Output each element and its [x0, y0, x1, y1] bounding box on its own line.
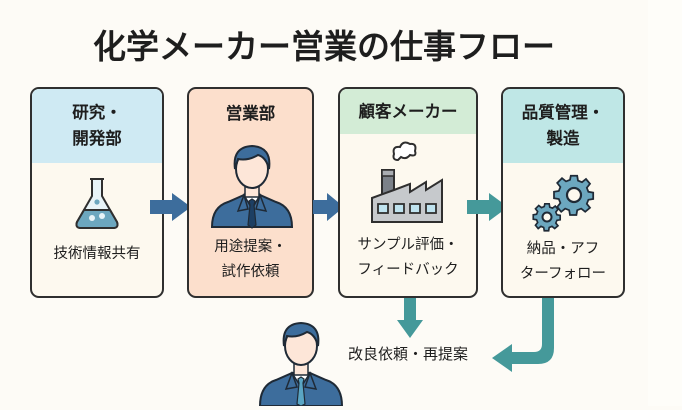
step-header-line: 製造	[546, 129, 580, 148]
step-rd-department: 研究・開発部 技術情報共有	[30, 87, 164, 298]
salesperson-icon	[258, 315, 344, 410]
flask-icon	[73, 176, 121, 236]
return-arrow-icon	[490, 298, 570, 378]
step-header-line: 顧客メーカー	[358, 101, 458, 121]
salesperson-icon	[208, 139, 296, 233]
step-customer-manufacturer: 顧客メーカー サンプル評価・ フィードバック	[338, 87, 478, 298]
gears-icon	[530, 173, 600, 241]
step-header: 品質管理・製造	[503, 89, 623, 163]
background-strip	[648, 0, 682, 406]
arrow-right-icon	[313, 193, 345, 225]
step-description: 技術情報共有	[32, 242, 162, 267]
step-desc-line: 用途提案・	[214, 239, 287, 255]
step-header: 営業部	[189, 89, 312, 139]
step-desc-line: 試作依頼	[221, 264, 280, 280]
step-header: 研究・開発部	[32, 89, 162, 163]
step-description: 納品・アフ ターフォロー	[503, 237, 623, 287]
step-desc-line: フィードバック	[357, 262, 459, 278]
step-desc-line: ターフォロー	[519, 266, 607, 282]
step-header: 顧客メーカー	[340, 89, 476, 134]
step-desc-line: 納品・アフ	[526, 241, 600, 257]
arrow-right-icon	[150, 193, 192, 225]
step-description: 用途提案・ 試作依頼	[189, 235, 312, 285]
step-sales-department: 営業部 用途提案・ 試作依頼	[187, 87, 314, 298]
step-quality-control-manufacturing: 品質管理・製造 納品・アフ ターフォロー	[501, 87, 625, 298]
step-desc-line: サンプル評価・	[357, 237, 459, 253]
step-header-line: 営業部	[225, 104, 276, 123]
step-desc-line: 技術情報共有	[53, 246, 141, 262]
page-title: 化学メーカー営業の仕事フロー	[93, 27, 555, 66]
arrow-right-icon	[467, 193, 509, 225]
arrow-down-icon	[396, 298, 424, 344]
step-header-line: 研究・	[72, 103, 122, 122]
step-header-line: 品質管理・	[521, 103, 605, 122]
step-header-line: 開発部	[72, 129, 122, 148]
step-description: サンプル評価・ フィードバック	[340, 233, 476, 283]
factory-icon	[370, 140, 450, 228]
feedback-label: 改良依頼・再提案	[348, 345, 469, 363]
